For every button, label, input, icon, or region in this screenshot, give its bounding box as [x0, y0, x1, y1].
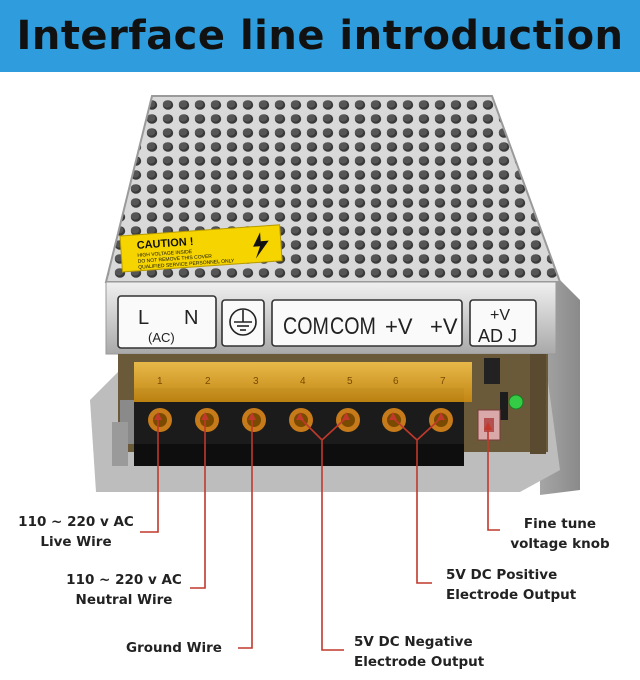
callout-negative-output-line1: 5V DC Negative	[354, 634, 473, 650]
callout-fine-tune: Fine tune voltage knob	[505, 514, 615, 554]
title-banner: Interface line introduction	[0, 0, 640, 72]
callout-live-wire: 110 ~ 220 v AC Live Wire	[14, 512, 138, 552]
svg-text:3: 3	[253, 376, 259, 387]
label-n: N	[184, 307, 198, 329]
svg-text:6: 6	[393, 376, 399, 387]
callout-live-wire-line2: Live Wire	[40, 534, 112, 550]
label-box-output	[271, 299, 463, 347]
callout-live-wire-line1: 110 ~ 220 v AC	[18, 514, 134, 530]
leader-fine-tune	[487, 428, 500, 531]
svg-text:4: 4	[300, 376, 306, 387]
leader-ground	[238, 418, 253, 649]
callout-positive-output: 5V DC Positive Electrode Output	[446, 565, 606, 605]
terminal-screws	[148, 408, 453, 432]
banner-title: Interface line introduction	[16, 13, 624, 59]
leader-live	[140, 418, 159, 533]
svg-text:5: 5	[347, 376, 353, 387]
case-side-panel	[490, 96, 580, 495]
callout-negative-output: 5V DC Negative Electrode Output	[354, 632, 514, 672]
svg-text:1: 1	[157, 376, 163, 387]
leader-neutral	[190, 418, 206, 589]
callout-negative-output-line2: Electrode Output	[354, 654, 485, 670]
callout-positive-output-line1: 5V DC Positive	[446, 567, 558, 583]
callout-neutral-wire-line2: Neutral Wire	[75, 592, 173, 608]
label-box-adj	[469, 299, 537, 347]
leader-arrows	[154, 412, 492, 430]
svg-text:7: 7	[440, 376, 446, 387]
leader-positive	[392, 417, 442, 584]
caution-line-2: DO NOT REMOVE THIS COVER	[138, 254, 213, 265]
callout-positive-output-line2: Electrode Output	[446, 587, 577, 603]
label-com-2: COM	[330, 312, 376, 339]
caution-line-1: HIGH VOLTAGE INSIDE	[137, 249, 193, 259]
callout-ground-wire-line1: Ground Wire	[126, 640, 222, 656]
svg-text:2: 2	[205, 376, 211, 387]
leader-lines	[140, 417, 500, 651]
callout-fine-tune-line2: voltage knob	[510, 536, 610, 552]
callout-neutral-wire: 110 ~ 220 v AC Neutral Wire	[60, 570, 188, 610]
label-l: L	[138, 307, 149, 329]
lightning-icon	[253, 232, 269, 259]
label-adj-top: +V	[490, 307, 510, 324]
ground-symbol-icon	[229, 308, 257, 336]
led-indicator	[508, 394, 524, 410]
label-box-ground	[221, 299, 265, 347]
label-adj-bottom: AD J	[478, 326, 517, 346]
leader-negative	[299, 417, 347, 651]
power-supply-photo: CAUTION ! HIGH VOLTAGE INSIDE DO NOT REM…	[90, 95, 580, 651]
callout-neutral-wire-line1: 110 ~ 220 v AC	[66, 572, 182, 588]
terminal-cover	[134, 362, 472, 402]
label-com-1: COM	[283, 312, 329, 339]
label-plus-v-1: +V	[385, 314, 413, 339]
label-ac: (AC)	[148, 330, 175, 345]
callout-ground-wire: Ground Wire	[126, 638, 236, 658]
label-box-ac	[117, 295, 217, 349]
callout-fine-tune-line1: Fine tune	[523, 516, 597, 532]
label-plus-v-2: +V	[430, 314, 458, 339]
caution-title: CAUTION !	[136, 236, 194, 252]
